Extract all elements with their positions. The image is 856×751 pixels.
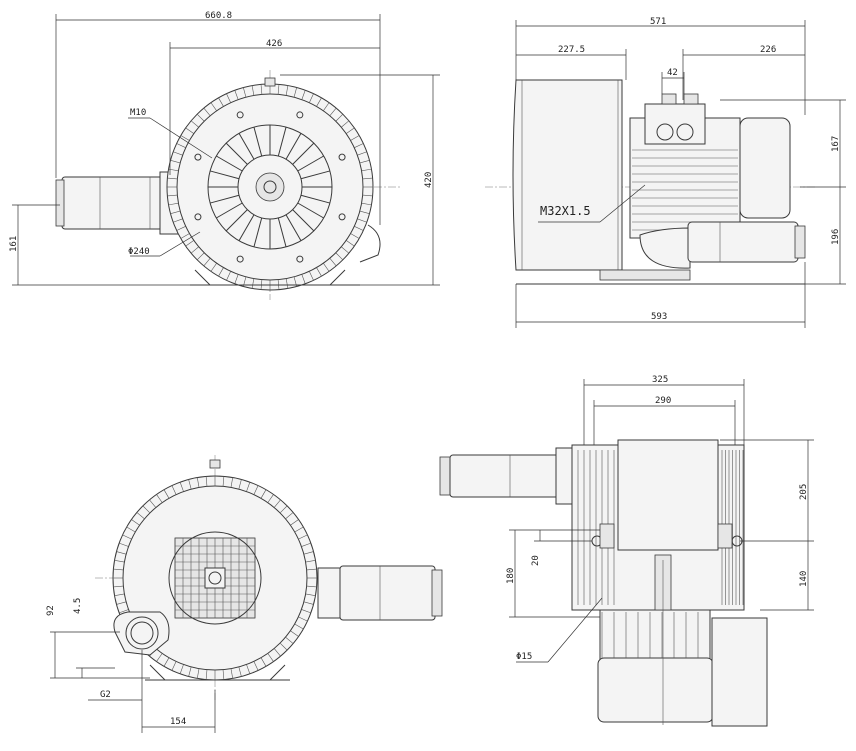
side-view: 571 227.5 226 42 167 196 <box>485 17 846 328</box>
dim-overall-top: 571 <box>515 17 806 115</box>
callout-label-flange-dia: Φ240 <box>128 247 150 257</box>
rear-view: 92 4.5 G2 154 <box>46 455 443 733</box>
dim-right-part: 226 <box>682 45 805 100</box>
dim-154: 154 <box>141 690 216 733</box>
dim-label-right-part: 226 <box>760 45 776 55</box>
dim-label-205: 205 <box>799 484 809 500</box>
dim-height: 420 <box>280 74 440 286</box>
dim-325: 325 <box>583 375 745 445</box>
dim-45: 4.5 <box>73 598 115 678</box>
top-motor <box>439 447 573 505</box>
dim-label-height: 420 <box>424 172 434 188</box>
dim-label-overall-bottom: 593 <box>651 312 667 322</box>
dim-label-lower-height: 196 <box>831 229 841 245</box>
motor-housing <box>55 171 181 235</box>
dim-label-terminal: 42 <box>667 68 678 78</box>
dim-overall-width: 660.8 <box>55 11 381 225</box>
dim-label-92: 92 <box>46 605 56 616</box>
dim-label-overall-top: 571 <box>650 17 666 27</box>
callout-label-m10: M10 <box>130 108 146 118</box>
dim-overall-bottom: 593 <box>515 262 806 328</box>
top-view: 325 290 205 140 180 20 <box>439 375 814 727</box>
rear-motor <box>317 565 443 621</box>
callout-label-hole-dia: Φ15 <box>516 652 532 662</box>
dim-180: 180 <box>506 529 600 618</box>
dim-20: 20 <box>531 530 592 566</box>
dim-left-part: 227.5 <box>516 45 627 80</box>
dim-label-overall-width: 660.8 <box>205 11 232 21</box>
front-view: 660.8 426 420 161 M10 Φ240 <box>9 11 440 300</box>
rear-port <box>113 611 170 656</box>
callout-label-cable-gland: M32X1.5 <box>540 204 591 218</box>
dim-label-20: 20 <box>531 555 541 566</box>
dim-label-upper-height: 167 <box>831 136 841 152</box>
dim-label-45: 4.5 <box>73 598 83 614</box>
blower-disk-profile <box>512 79 623 271</box>
dim-label-bolt-spacing: 426 <box>266 39 282 49</box>
dim-terminal: 42 <box>661 68 685 94</box>
dim-label-140: 140 <box>799 571 809 587</box>
dim-290: 290 <box>593 396 736 445</box>
callout-cable-gland: M32X1.5 <box>538 184 646 223</box>
dim-label-290: 290 <box>655 396 671 406</box>
callout-flange-dia: Φ240 <box>128 231 201 257</box>
dim-92: 92 <box>46 605 150 679</box>
dim-upper-height: 167 <box>720 99 846 188</box>
dim-label-180: 180 <box>506 568 516 584</box>
callout-m10: M10 <box>128 108 213 159</box>
blower-housing <box>166 77 381 291</box>
dim-label-g2: G2 <box>100 690 111 700</box>
dim-label-154: 154 <box>170 717 186 727</box>
dim-label-center-height: 161 <box>9 236 19 252</box>
dim-label-325: 325 <box>652 375 668 385</box>
motor-body <box>629 93 791 239</box>
dim-g2: G2 <box>88 650 143 705</box>
dim-lower-height: 196 <box>805 187 846 285</box>
callout-hole-dia: Φ15 <box>516 597 603 663</box>
dim-140: 140 <box>760 541 814 611</box>
top-motor-lower <box>597 554 768 727</box>
dim-205: 205 <box>720 439 814 542</box>
dim-label-left-part: 227.5 <box>558 45 585 55</box>
outlet-pipe <box>639 221 806 269</box>
dim-center-height: 161 <box>9 204 190 286</box>
dim-bolt-spacing: 426 <box>169 39 380 175</box>
